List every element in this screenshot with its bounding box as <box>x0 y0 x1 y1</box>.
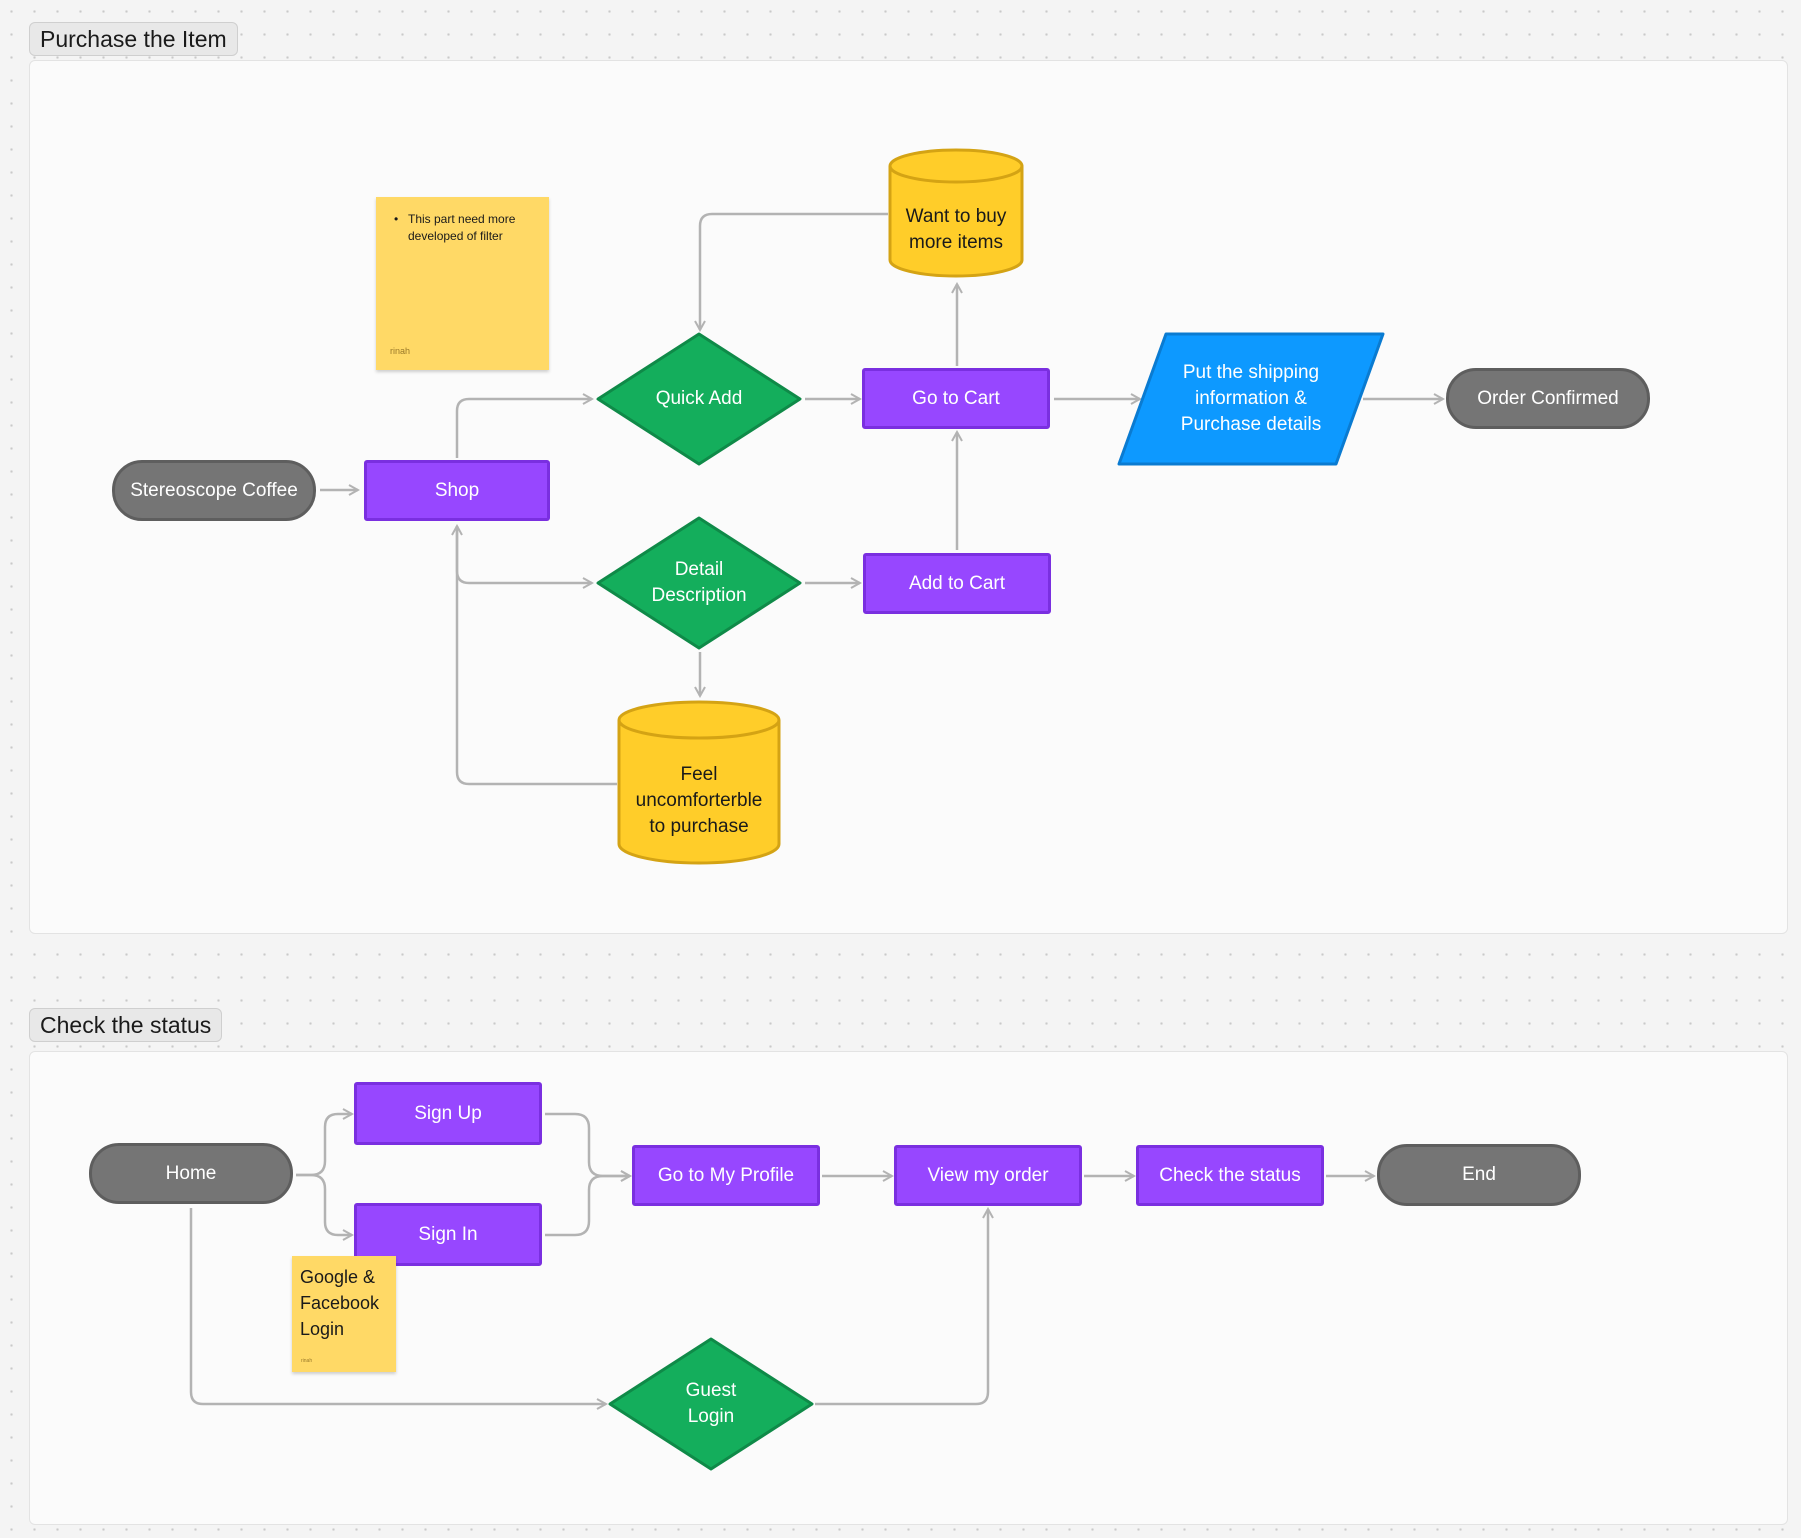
connector-home-guest <box>189 1208 606 1404</box>
connector-shop-detail <box>455 526 592 583</box>
node-shop[interactable]: Shop <box>364 460 550 521</box>
sticky-note-text: Google & Facebook Login <box>300 1267 380 1339</box>
node-go-to-my-profile[interactable]: Go to My Profile <box>632 1145 820 1206</box>
node-add-to-cart[interactable]: Add to Cart <box>863 553 1051 614</box>
node-sign-in[interactable]: Sign In <box>354 1203 542 1266</box>
connector-home-signup <box>296 1114 352 1177</box>
decision-diamond <box>608 1337 814 1471</box>
node-order-confirmed[interactable]: Order Confirmed <box>1446 368 1650 429</box>
sticky-note-filter[interactable]: • This part need more developed of filte… <box>376 197 549 370</box>
sticky-note-login[interactable]: Google & Facebook Login rinah <box>292 1256 396 1372</box>
connector-want-quickadd <box>700 212 888 330</box>
connector-signin-profile <box>545 1176 630 1237</box>
connector-feel-shop <box>457 526 617 786</box>
node-want-more-items[interactable]: Want to buy more items <box>888 148 1024 280</box>
connector-signup-profile <box>545 1112 630 1176</box>
sticky-note-bullet: • This part need more developed of filte… <box>394 212 516 243</box>
node-shipping-information[interactable]: Put the shipping information & Purchase … <box>1116 331 1386 467</box>
decision-diamond <box>596 516 802 650</box>
io-parallelogram <box>1117 332 1385 466</box>
node-home[interactable]: Home <box>89 1143 293 1204</box>
node-quick-add[interactable]: Quick Add <box>596 332 802 466</box>
node-go-to-cart[interactable]: Go to Cart <box>862 368 1050 429</box>
section-label-status[interactable]: Check the status <box>29 1008 223 1042</box>
node-end[interactable]: End <box>1377 1144 1581 1206</box>
node-check-the-status[interactable]: Check the status <box>1136 1145 1324 1206</box>
connector-home-signin <box>296 1173 352 1235</box>
node-sign-up[interactable]: Sign Up <box>354 1082 542 1145</box>
sticky-note-author: rinah <box>390 346 411 356</box>
sticky-note-text: This part need more developed of filter <box>408 212 516 243</box>
storage-cylinder <box>888 148 1024 278</box>
node-feel-uncomfortable[interactable]: Feel uncomforterble to purchase <box>617 700 781 866</box>
node-guest-login[interactable]: Guest Login <box>608 1337 814 1471</box>
node-view-my-order[interactable]: View my order <box>894 1145 1082 1206</box>
decision-diamond <box>596 332 802 466</box>
section-label-purchase[interactable]: Purchase the Item <box>29 22 238 56</box>
connector-guest-vieworder <box>815 1209 988 1406</box>
storage-cylinder <box>617 700 781 865</box>
connector-shop-quickadd <box>455 399 592 458</box>
node-detail-description[interactable]: Detail Description <box>596 516 802 650</box>
sticky-note-author: rinah <box>301 1358 313 1364</box>
node-stereoscope-coffee[interactable]: Stereoscope Coffee <box>112 460 316 521</box>
